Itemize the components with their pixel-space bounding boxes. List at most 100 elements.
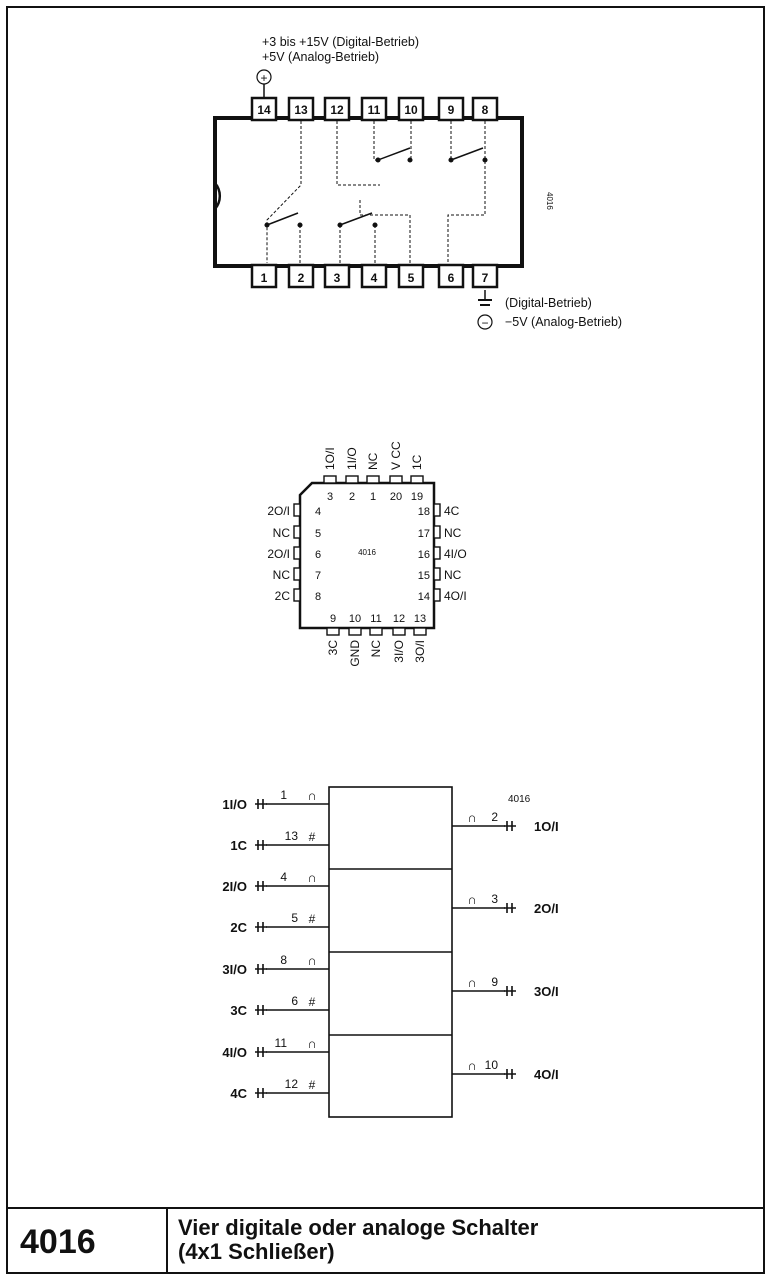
plcc-pin-label: 3C [326,640,340,656]
dip-pin [471,96,499,122]
plcc-pin-label: 1I/O [345,447,359,470]
analog-io-symbol: ∩ [467,810,476,825]
plcc-pin [326,627,340,636]
plcc-pin-number: 2 [349,491,355,503]
plcc-pin-number: 5 [315,528,321,540]
dip-pin-number: 4 [371,271,378,285]
minus-supply-icon [477,314,493,330]
plcc-pin-label: 3I/O [392,640,406,663]
logic-symbol: 4016 1I/O1∩1C13#∩21O/I2I/O4∩2C5#∩32O/I3I… [222,786,559,1118]
channel-out-pin: 2 [491,810,498,824]
channel-io-pin: 8 [280,953,287,967]
plcc-pin-label: NC [366,452,380,470]
analog-io-symbol: ∩ [307,788,316,803]
dip-body [213,116,524,268]
plcc-pin-label: NC [444,526,462,540]
chip-title: Vier digitale oder analoge Schalter (4x1… [178,1216,738,1264]
dip-pin-number: 11 [368,103,381,117]
channel-io-pin: 4 [280,870,287,884]
channel-io-pin: 1 [280,788,287,802]
plcc-pin-number: 16 [418,549,430,561]
dip-pin-number: 5 [408,271,415,285]
chip-number: 4016 [20,1223,96,1261]
dip-pin-number: 6 [448,271,455,285]
channel-io-pin: 11 [275,1036,288,1050]
analog-io-symbol: ∩ [307,953,316,968]
dip-pin [287,96,315,122]
plcc-pin-number: 15 [418,570,430,582]
logic-channel: 2I/O4∩2C5#∩32O/I [222,870,558,935]
plcc-pin [293,588,301,602]
channel-ctrl-label: 3C [230,1003,247,1018]
dip-pin-number: 9 [448,103,455,117]
channel-out-label: 1O/I [534,819,559,834]
control-symbol: # [309,995,316,1009]
dip-pin-number: 13 [294,103,308,117]
dip-pin-number: 10 [404,103,418,117]
dip-pin [250,96,278,122]
plcc-pin [345,475,359,484]
plcc-pin-number: 9 [330,613,336,625]
control-symbol: # [309,830,316,844]
channel-ctrl-label: 4C [230,1086,247,1101]
dip-pin [287,263,315,289]
supply-bottom-symbol: − [481,316,488,330]
plcc-pin-number: 4 [315,506,321,518]
dip-internal-wiring [266,121,486,263]
plcc-pin [323,475,337,484]
plcc-pin-label: NC [273,568,291,582]
channel-ctrl-pin: 6 [291,994,298,1008]
dip-chip-label: 4016 [545,192,554,210]
plcc-pin-number: 8 [315,591,321,603]
plcc-pin-number: 14 [418,591,430,603]
plcc-pin [348,627,362,636]
plcc-pin [293,503,301,517]
plcc-pin-number: 7 [315,570,321,582]
plcc-pin-label: V CC [389,441,403,470]
supply-top-symbol: + [260,71,267,85]
footer-bar [6,1207,765,1274]
channel-out-label: 4O/I [534,1067,559,1082]
chip-title-line1: Vier digitale oder analoge Schalter [178,1215,539,1240]
dip-pin [471,263,499,289]
dip-pin [437,263,465,289]
plcc-chip-label: 4016 [358,548,376,557]
terminal-icon [255,1047,267,1057]
supply-bottom-line1: (Digital-Betrieb) [505,296,592,310]
plcc-pin-label: 2O/I [267,547,290,561]
diagram-canvas: +3 bis +15V (Digital-Betrieb) +5V (Analo… [213,35,622,1118]
terminal-icon [255,1088,267,1098]
plcc-pin-number: 1 [370,491,376,503]
plcc-pin [410,475,424,484]
terminal-icon [504,903,516,913]
plcc-pin [293,567,301,581]
channel-ctrl-pin: 5 [291,911,298,925]
plcc-pin-label: 3O/I [413,640,427,663]
dip-pin-number: 2 [298,271,305,285]
channel-ctrl-label: 2C [230,920,247,935]
plcc-pin-number: 20 [390,491,402,503]
channel-io-label: 1I/O [222,797,247,812]
plcc-pin-number: 13 [414,613,426,625]
supply-bottom-line2: −5V (Analog-Betrieb) [505,315,622,329]
plcc-pin [433,525,441,539]
plcc-pin-label: NC [444,568,462,582]
dip-pin [323,263,351,289]
plcc-pin-label: 1C [410,454,424,470]
channel-io-label: 2I/O [222,879,247,894]
terminal-icon [255,840,267,850]
dip-pin-number: 8 [482,103,489,117]
footer-divider [166,1207,168,1274]
supply-top-line2: +5V (Analog-Betrieb) [262,50,379,64]
dip-pin [397,263,425,289]
channel-out-pin: 10 [485,1058,499,1072]
analog-io-symbol: ∩ [307,1036,316,1051]
plcc-pin [389,475,403,484]
page-frame [6,6,765,1274]
terminal-icon [504,1069,516,1079]
